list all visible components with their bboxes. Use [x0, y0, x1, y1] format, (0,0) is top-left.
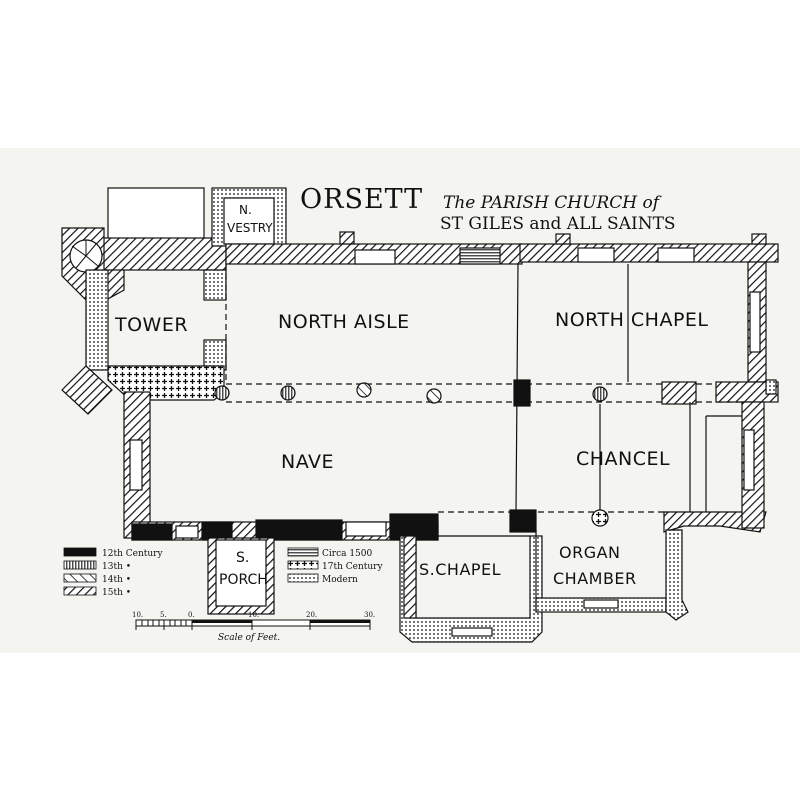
label-north-chapel: NORTH CHAPEL	[555, 309, 709, 331]
pier-2	[280, 385, 296, 401]
north-chapel-north-wall	[519, 243, 779, 263]
pier-5	[592, 386, 608, 402]
plan-walls	[61, 187, 779, 643]
organ-east-wall	[665, 529, 689, 621]
legend-label-14th: 14th •	[102, 575, 131, 585]
label-porch-2: PORCH	[219, 572, 268, 588]
arcade-respond-12th	[513, 379, 531, 407]
sw-buttress	[61, 365, 113, 415]
label-nave: NAVE	[281, 451, 334, 473]
south-window-1	[175, 525, 199, 539]
label-north-aisle: NORTH AISLE	[278, 311, 410, 333]
chancel-arch-pier	[661, 381, 697, 405]
legend-label-modern: Modern	[322, 575, 358, 585]
legend-label-circa-1500: Circa 1500	[322, 549, 373, 559]
label-porch-1: S.	[236, 550, 249, 566]
north-window-2	[577, 247, 615, 263]
swatch-diag-dense	[63, 586, 97, 596]
north-window-3	[657, 247, 695, 263]
scale-tick-3: 10.	[248, 611, 259, 619]
swatch-solid	[63, 547, 97, 557]
s-chapel-window	[451, 627, 493, 637]
s-chapel-west-wall	[403, 535, 417, 619]
chancel-east-window	[743, 429, 755, 491]
label-organ-1: ORGAN	[559, 543, 621, 562]
north-window-1	[354, 249, 396, 265]
label-s-chapel: S.CHAPEL	[419, 560, 501, 579]
scale-tick-5: 30.	[364, 611, 375, 619]
s-chapel-walls	[399, 535, 543, 643]
scale-tick-1: 5.	[160, 611, 167, 619]
swatch-crosses	[287, 560, 319, 570]
label-tower: TOWER	[114, 314, 188, 336]
legend-label-13th: 13th •	[102, 562, 131, 572]
legend-label-12th: 12th Century	[102, 549, 163, 559]
legend: 12th Century 13th • 14th • 15th • Circa …	[63, 547, 383, 598]
chapel-buttress-1	[555, 233, 571, 245]
south-wall-12th-c	[255, 519, 343, 541]
title-line-2: ST GILES and ALL SAINTS	[440, 214, 676, 234]
organ-window	[583, 599, 619, 609]
scale-tick-4: 20.	[306, 611, 317, 619]
chancel-south-12th	[509, 509, 537, 533]
swatch-dots	[287, 573, 319, 583]
scale-segment-2	[310, 620, 370, 623]
vestry-interior	[223, 197, 275, 245]
label-organ-2: CHAMBER	[553, 569, 637, 588]
tower-north-wall	[103, 237, 227, 271]
legend-item-modern: Modern	[287, 573, 358, 585]
legend-item-circa-1500: Circa 1500	[287, 547, 373, 559]
tower-west-wall	[85, 269, 109, 371]
north-door	[459, 247, 501, 265]
title-main: ORSETT	[300, 184, 423, 215]
label-vestry-2: VESTRY	[227, 221, 273, 235]
legend-label-15th: 15th •	[102, 588, 131, 598]
pier-1	[214, 385, 230, 401]
chancel-south-wall-east	[663, 511, 767, 533]
scale-segment	[192, 620, 252, 623]
south-wall-12th-a	[131, 523, 173, 541]
legend-item-17th: 17th Century	[287, 560, 383, 572]
south-wall-12th-b	[201, 521, 233, 541]
legend-item-13th: 13th •	[63, 560, 131, 572]
label-vestry-1: N.	[239, 203, 252, 217]
tower-east-wall-upper	[203, 269, 227, 301]
scale-bar: 10. 5. 0. 10. 20. 30. Scale of Feet.	[132, 611, 375, 643]
legend-item-15th: 15th •	[63, 586, 131, 598]
title-line-1: The PARISH CHURCH of	[443, 193, 662, 213]
nave-west-window	[129, 439, 143, 491]
scale-tick-0: 10.	[132, 611, 143, 619]
buttress-dotted	[765, 379, 777, 395]
swatch-vertical	[63, 560, 97, 570]
room-labels: TOWER NORTH AISLE NORTH CHAPEL NAVE CHAN…	[114, 203, 709, 588]
legend-label-17th: 17th Century	[322, 562, 383, 572]
porch-interior	[215, 539, 267, 607]
plan-title: ORSETT The PARISH CHURCH of ST GILES and…	[300, 184, 676, 234]
annex-outline	[107, 187, 205, 241]
aisle-chapel-divider	[515, 263, 519, 513]
south-window-2	[345, 521, 387, 537]
legend-item-12th: 12th Century	[63, 547, 163, 559]
legend-item-14th: 14th •	[63, 573, 131, 585]
swatch-horizontal	[287, 547, 319, 557]
north-buttress	[339, 231, 355, 245]
swatch-diag-light	[63, 573, 97, 583]
chapel-buttress-2	[751, 233, 767, 245]
scale-caption: Scale of Feet.	[218, 633, 280, 643]
north-chapel-east-window	[749, 291, 761, 353]
pier-4	[426, 388, 442, 404]
scale-tick-2: 0.	[188, 611, 195, 619]
pier-6	[591, 509, 609, 527]
label-chancel: CHANCEL	[576, 448, 670, 470]
pier-3	[356, 382, 372, 398]
